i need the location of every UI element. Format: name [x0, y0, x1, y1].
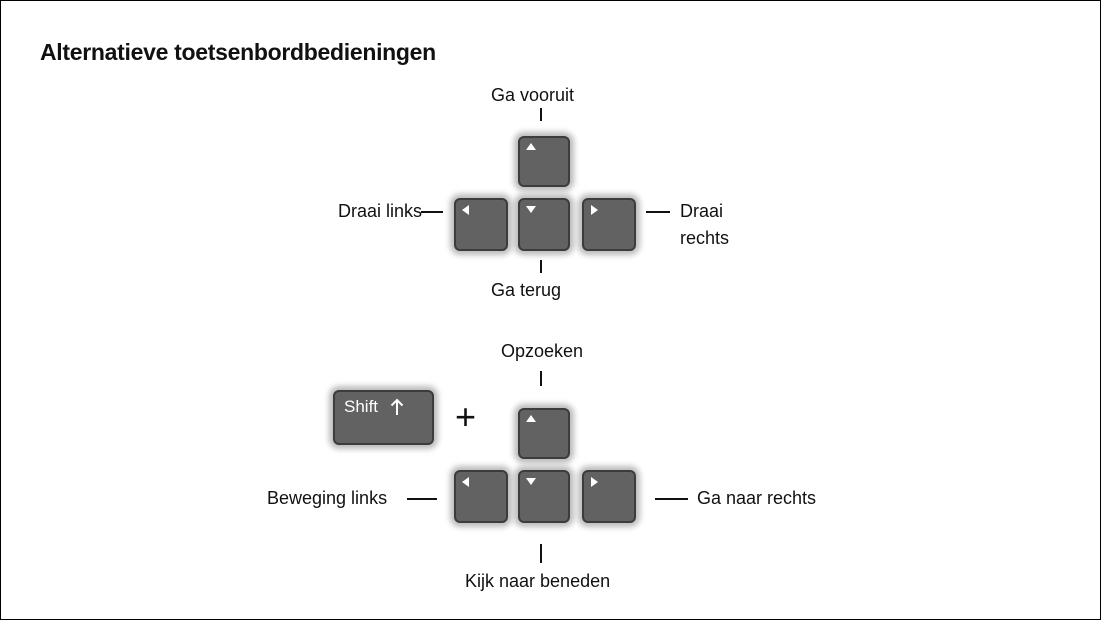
connector-right	[646, 211, 670, 213]
page-title: Alternatieve toetsenbordbedieningen	[40, 39, 436, 65]
label-draai-links: Draai links	[338, 201, 423, 221]
connector-up-2	[540, 371, 542, 386]
key-right-2[interactable]	[582, 470, 636, 523]
arrow-up-icon	[525, 142, 537, 152]
key-down-2[interactable]	[518, 470, 570, 523]
key-left-2[interactable]	[454, 470, 508, 523]
connector-left	[421, 211, 443, 213]
arrow-left-icon	[461, 476, 471, 488]
plus-sign: +	[455, 396, 477, 437]
arrow-down-icon	[525, 476, 537, 486]
arrow-right-icon	[589, 204, 599, 216]
shift-arrow-icon	[390, 398, 404, 421]
shift-key-label: Shift	[344, 397, 379, 416]
label-ga-terug: Ga terug	[491, 280, 562, 300]
arrow-right-icon	[589, 476, 599, 488]
connector-right-2	[655, 498, 688, 500]
connector-left-2	[407, 498, 437, 500]
label-opzoeken: Opzoeken	[501, 341, 584, 361]
key-left[interactable]	[454, 198, 508, 251]
label-ga-vooruit: Ga vooruit	[491, 85, 575, 105]
label-beweging-links: Beweging links	[267, 488, 388, 508]
label-draai: Draai	[680, 201, 724, 221]
key-right[interactable]	[582, 198, 636, 251]
label-kijk-naar-beneden: Kijk naar beneden	[465, 571, 611, 591]
key-down[interactable]	[518, 198, 570, 251]
key-up-2[interactable]	[518, 408, 570, 459]
key-shift[interactable]: Shift	[333, 390, 434, 445]
connector-down-2	[540, 544, 542, 563]
connector-down	[540, 260, 542, 273]
key-up[interactable]	[518, 136, 570, 187]
arrow-left-icon	[461, 204, 471, 216]
arrow-up-icon	[525, 414, 537, 424]
label-rechts: rechts	[680, 228, 730, 248]
arrow-down-icon	[525, 204, 537, 214]
connector-up	[540, 108, 542, 121]
label-ga-naar-rechts: Ga naar rechts	[697, 488, 817, 508]
